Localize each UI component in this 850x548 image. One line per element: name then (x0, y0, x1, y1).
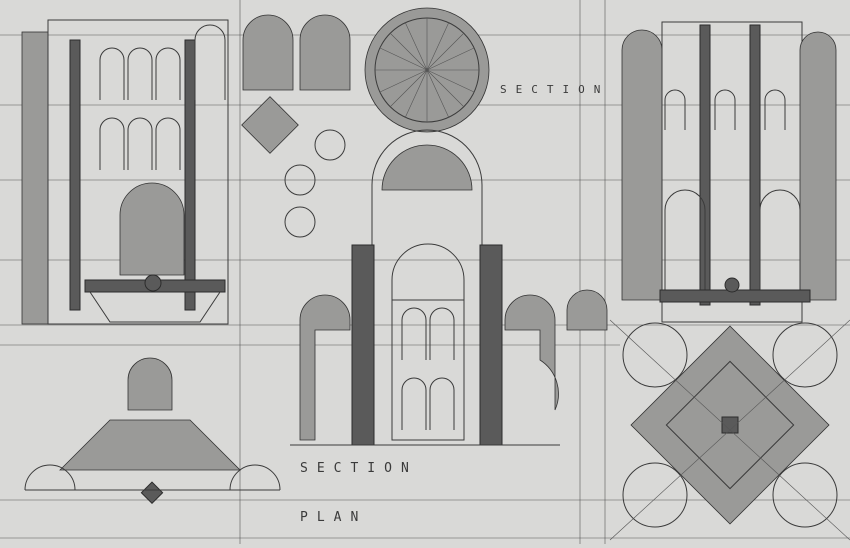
plan-title: PLAN (300, 510, 368, 525)
left-elevation (21, 19, 229, 325)
section-title-top: SECTION (500, 83, 610, 96)
arch-details (241, 14, 351, 238)
center-section (290, 129, 608, 446)
cruciform-plan (609, 319, 850, 541)
section-title: SECTION (300, 461, 418, 476)
right-elevation (621, 21, 837, 323)
lower-left-plan (24, 357, 281, 505)
circular-plan (364, 7, 490, 133)
